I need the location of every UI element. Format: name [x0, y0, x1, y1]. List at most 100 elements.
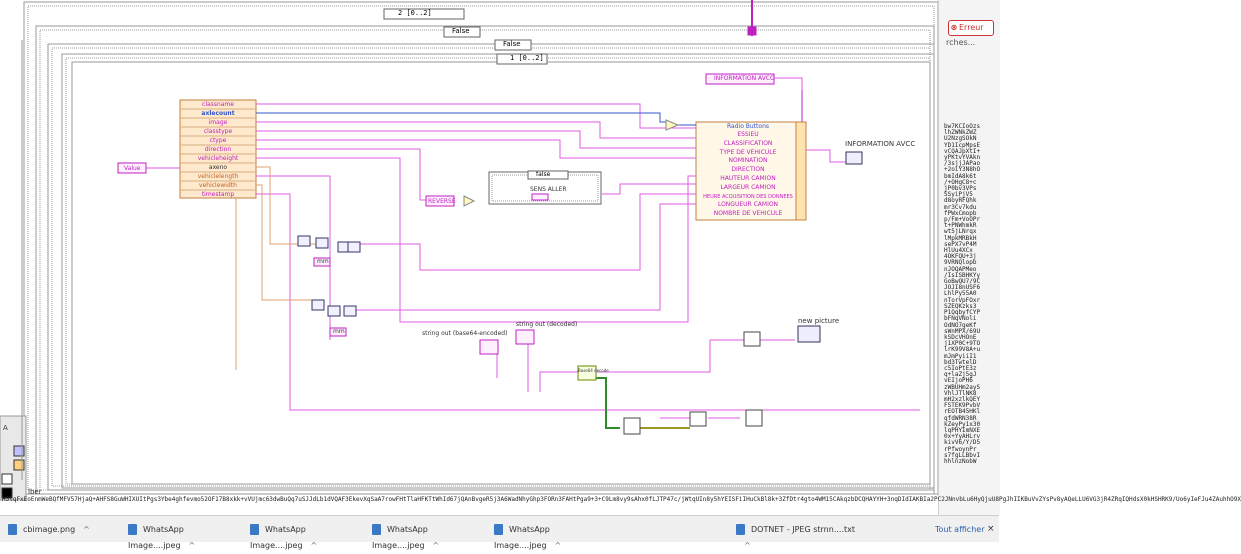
browser-side-panel [938, 0, 1000, 515]
property-item: DIRECTION [731, 166, 765, 174]
inner-seq-label: 1 [0..2] [510, 54, 544, 62]
case2-label: False [503, 40, 521, 48]
download-item[interactable]: WhatsApp Image....jpeg ^ [494, 522, 604, 550]
base64-text-row: H5lqFxEoEnmWeBQfMFV57HjaQ+AHFS8GuWHIXUIt… [2, 496, 1241, 503]
inner-seq-selector[interactable] [496, 53, 548, 65]
unbundle-item: axlecount [201, 110, 235, 117]
file-icon [736, 524, 745, 535]
download-item-label: WhatsApp Image....jpeg [250, 525, 306, 550]
info-avcc-indicator[interactable] [845, 151, 863, 165]
download-item-label: WhatsApp Image....jpeg [494, 525, 550, 550]
download-item[interactable]: WhatsApp Image....jpeg ^ [250, 522, 360, 550]
unbundle-block[interactable] [179, 99, 257, 199]
sens-aller-label: SENS ALLER [530, 186, 567, 193]
property-item: NOMBRE DE VEHICULE [713, 210, 783, 218]
file-icon [128, 524, 137, 535]
property-item: NOMINATION [728, 157, 768, 165]
unbundle-item: image [208, 119, 228, 126]
chevron-up-icon[interactable]: ^ [188, 541, 196, 550]
property-item: CLASSIFICATION [723, 139, 773, 147]
download-item-label: WhatsApp Image....jpeg [128, 525, 184, 550]
blue-wires [256, 112, 696, 126]
download-item-label: WhatsApp Image....jpeg [372, 525, 428, 550]
property-item: LARGEUR CAMION [720, 183, 776, 191]
file-icon [494, 524, 503, 535]
property-header: Radio Buttons [727, 123, 769, 130]
download-item[interactable]: cbimage.png ^ [8, 522, 118, 538]
property-item: HAUTEUR CAMION [720, 174, 776, 182]
base64-text-column: bw7KCIoOzs lhZWNkZWZ U2NzgSOkN YD1IcpMps… [944, 123, 981, 465]
file-icon [250, 524, 259, 535]
mm-label-2: mm [333, 328, 345, 335]
error-x-icon: ⊗ [950, 23, 958, 32]
property-item: LONGUEUR CAMION [717, 201, 779, 209]
decode-wires [596, 377, 690, 429]
unbundle-item: timestamp [201, 191, 235, 198]
compare-node[interactable] [463, 195, 476, 207]
case1-label: False [452, 27, 470, 35]
chevron-up-icon[interactable]: ^ [83, 525, 90, 534]
download-item-label: cbimage.png [23, 525, 76, 534]
error-label: Erreur [959, 23, 984, 32]
new-picture-indicator[interactable] [797, 325, 821, 343]
reverse-constant[interactable] [425, 195, 455, 207]
case1-selector[interactable] [443, 26, 481, 38]
chevron-up-icon[interactable]: ^ [554, 541, 562, 550]
mm-constants[interactable] [313, 257, 347, 337]
chevron-up-icon[interactable]: ^ [310, 541, 318, 550]
orange-wires [235, 166, 316, 370]
inner-case-structure[interactable] [488, 170, 602, 205]
palette-lbl: lber [28, 488, 42, 496]
unbundle-item: ctype [209, 137, 227, 144]
info-avcc-ref-label: INFORMATION AVCC [714, 75, 775, 82]
error-button[interactable]: ⊗Erreur [948, 20, 994, 36]
top-wires [747, 0, 803, 128]
b64-string-indicator[interactable] [479, 339, 499, 355]
outer-seq-label: 2 [0..2] [398, 9, 432, 17]
close-downloads-button[interactable]: × [987, 524, 995, 534]
file-icon [372, 524, 381, 535]
and-node[interactable] [665, 119, 680, 131]
new-picture-label: new picture [798, 317, 840, 325]
reverse-label: REVERSE [428, 198, 456, 205]
b64-string-label: string out (base64-encoded) [422, 330, 508, 337]
unbundle-item: direction [204, 146, 232, 153]
side-search-text: rches... [946, 38, 976, 47]
unbundle-item: vehiclelength [197, 173, 239, 180]
info-avcc-reference[interactable] [705, 73, 775, 85]
decoded-string-indicator[interactable] [515, 329, 535, 345]
inner-case-label: false [536, 171, 551, 178]
palette-letter: A [3, 424, 8, 432]
unbundle-item: vehicleheight [197, 155, 239, 162]
property-item: ESSIEU [737, 131, 759, 138]
file-icon [8, 524, 17, 535]
error-vis-blocks[interactable] [623, 331, 763, 435]
decode-block-label: Base64 decode [578, 368, 609, 373]
chevron-up-icon[interactable]: ^ [744, 541, 751, 550]
string-func-blocks[interactable] [297, 235, 361, 317]
download-item[interactable]: WhatsApp Image....jpeg ^ [128, 522, 238, 550]
block-diagram-canvas[interactable] [0, 0, 999, 541]
downloads-bar: cbimage.png ^ WhatsApp Image....jpeg ^ Wha… [0, 515, 999, 550]
value-control-label: Value [124, 165, 141, 172]
unbundle-item: vehiclewidth [199, 182, 237, 189]
property-node-labels: Radio Buttons ESSIEU CLASSIFICATION TYPE… [696, 122, 800, 219]
property-item: TYPE DE VEHICULE [719, 148, 777, 156]
show-all-link[interactable]: Tout afficher [935, 525, 985, 534]
mm-label-1: mm [317, 258, 329, 265]
outer-seq-selector[interactable] [383, 8, 465, 20]
download-item[interactable]: WhatsApp Image....jpeg ^ [372, 522, 482, 550]
base64-decode-block[interactable] [577, 365, 597, 381]
unbundle-item: axeno [208, 164, 228, 171]
case2-selector[interactable] [494, 39, 532, 51]
property-node-block[interactable] [695, 121, 807, 221]
unbundle-item: classname [202, 101, 234, 108]
unbundle-item: classtype [203, 128, 233, 135]
info-avcc-indicator-label: INFORMATION AVCC [845, 140, 916, 148]
property-item: HEURE ACQUISITION DES DONNEES [703, 193, 793, 200]
unbundle-labels: classname axlecount image classtype ctyp… [180, 100, 256, 199]
download-item[interactable]: DOTNET - JPEG strnn....txt^ [736, 522, 866, 550]
value-control[interactable] [117, 162, 147, 174]
chevron-up-icon[interactable]: ^ [432, 541, 440, 550]
decoded-string-label: string out (decoded) [516, 321, 578, 328]
